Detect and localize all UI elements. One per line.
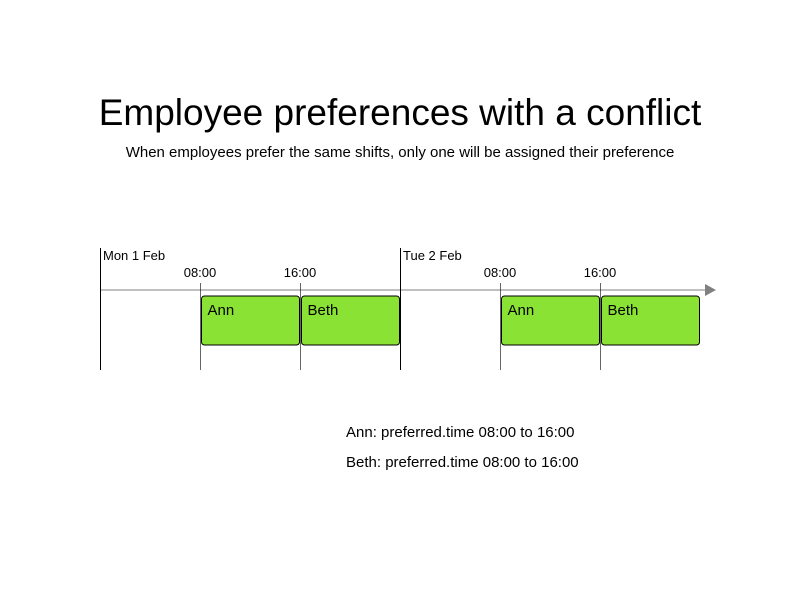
shift-bar: [301, 295, 400, 346]
shift-label: Ann: [208, 302, 235, 319]
preference-note-beth: Beth: preferred.time 08:00 to 16:00: [346, 454, 579, 471]
hour-tick-label: 16:00: [584, 265, 617, 280]
preference-notes: Ann: preferred.time 08:00 to 16:00 Beth:…: [346, 424, 579, 484]
shift-label: Beth: [608, 302, 639, 319]
diagram-subtitle: When employees prefer the same shifts, o…: [125, 144, 675, 161]
shift-bar: [501, 295, 600, 346]
day-label: Tue 2 Feb: [403, 248, 462, 263]
hour-tick-label: 08:00: [484, 265, 517, 280]
shift-label: Beth: [308, 302, 339, 319]
shift-bar: [601, 295, 700, 346]
hour-tick-label: 08:00: [184, 265, 217, 280]
preference-note-ann: Ann: preferred.time 08:00 to 16:00: [346, 424, 575, 441]
hour-tick-label: 16:00: [284, 265, 317, 280]
shift-bar: [201, 295, 300, 346]
shift-label: Ann: [508, 302, 535, 319]
diagram-title: Employee preferences with a conflict: [98, 92, 702, 133]
day-label: Mon 1 Feb: [103, 248, 165, 263]
timeline-arrow-icon: [705, 284, 716, 296]
